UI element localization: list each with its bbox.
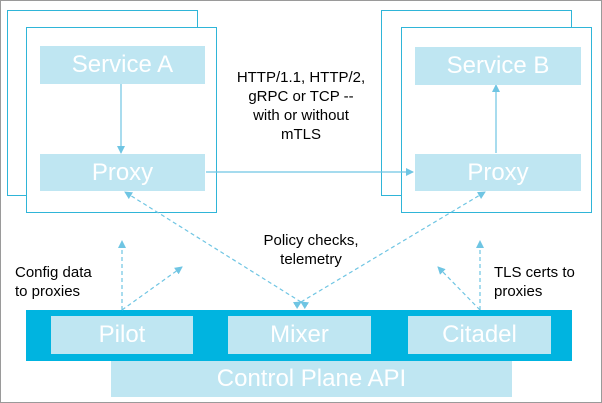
traffic-protocol-label: HTTP/1.1, HTTP/2, gRPC or TCP -- with or… (211, 68, 391, 144)
mixer-box: Mixer (228, 316, 371, 354)
pilot-box: Pilot (51, 316, 193, 354)
service-b-box: Service B (415, 47, 581, 85)
config-label-line: to proxies (15, 283, 81, 300)
citadel-box: Citadel (408, 316, 551, 354)
traffic-label-line: mTLS (280, 126, 321, 143)
service-a-box: Service A (40, 46, 205, 84)
mixer-proxy-b-dashed-arrow (292, 191, 486, 310)
policy-telemetry-label: Policy checks, telemetry (241, 231, 381, 269)
policy-label-line: telemetry (280, 251, 342, 268)
policy-label-line: Policy checks, (263, 232, 359, 249)
config-data-label: Config data to proxies (15, 263, 111, 301)
config-label-line: Config data (15, 264, 92, 281)
traffic-label-line: with or without (253, 107, 349, 124)
control-plane-api-box: Control Plane API (111, 361, 512, 397)
tls-label-line: proxies (494, 283, 543, 300)
proxy-b-box: Proxy (415, 154, 581, 191)
tls-certs-label: TLS certs to proxies (494, 263, 594, 301)
pilot-diagonal-dashed-arrow (121, 266, 183, 311)
traffic-label-line: gRPC or TCP -- (248, 88, 354, 105)
traffic-label-line: HTTP/1.1, HTTP/2, (236, 69, 366, 86)
proxy-a-box: Proxy (40, 154, 205, 191)
tls-label-line: TLS certs to (494, 264, 575, 281)
citadel-diagonal-dashed-arrow (437, 266, 481, 311)
